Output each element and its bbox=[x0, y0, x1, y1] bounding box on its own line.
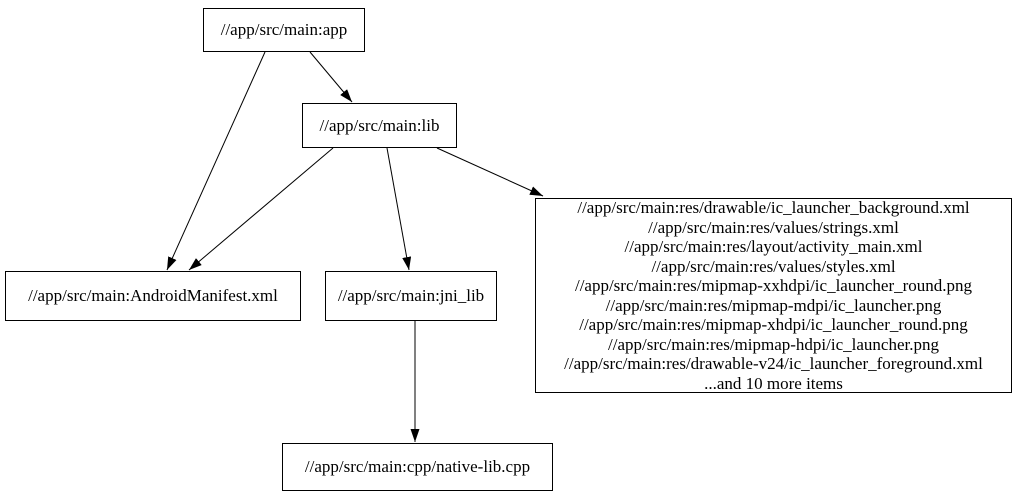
node-android-manifest: //app/src/main:AndroidManifest.xml bbox=[5, 271, 301, 321]
node-native-lib-cpp-label: //app/src/main:cpp/native-lib.cpp bbox=[304, 457, 531, 477]
resource-line: //app/src/main:res/values/styles.xml bbox=[651, 256, 896, 276]
resource-line: //app/src/main:res/mipmap-hdpi/ic_launch… bbox=[608, 334, 939, 354]
node-lib: //app/src/main:lib bbox=[302, 103, 457, 148]
node-android-manifest-label: //app/src/main:AndroidManifest.xml bbox=[28, 286, 278, 306]
resource-line: //app/src/main:res/drawable/ic_launcher_… bbox=[577, 198, 970, 217]
resource-line: //app/src/main:res/mipmap-xhdpi/ic_launc… bbox=[579, 315, 968, 334]
node-jni-lib-label: //app/src/main:jni_lib bbox=[337, 286, 485, 306]
edge-app-to-lib bbox=[309, 51, 353, 103]
node-resources: //app/src/main:res/drawable/ic_launcher_… bbox=[535, 198, 1012, 393]
resource-line: //app/src/main:res/drawable-v24/ic_launc… bbox=[564, 354, 983, 373]
resource-line: //app/src/main:res/mipmap-xxhdpi/ic_laun… bbox=[574, 276, 973, 295]
resource-line: //app/src/main:res/values/strings.xml bbox=[648, 217, 899, 237]
node-native-lib-cpp: //app/src/main:cpp/native-lib.cpp bbox=[282, 443, 553, 491]
edge-lib-to-resources bbox=[436, 147, 544, 197]
resource-line: //app/src/main:res/layout/activity_main.… bbox=[624, 237, 923, 256]
edge-app-to-android-manifest bbox=[166, 51, 266, 271]
node-app-label: //app/src/main:app bbox=[220, 20, 348, 40]
node-app: //app/src/main:app bbox=[203, 8, 365, 52]
resource-line: //app/src/main:res/mipmap-mdpi/ic_launch… bbox=[605, 295, 942, 315]
node-lib-label: //app/src/main:lib bbox=[319, 115, 440, 135]
edge-lib-to-android-manifest bbox=[188, 147, 334, 271]
node-jni-lib: //app/src/main:jni_lib bbox=[325, 271, 497, 321]
resource-more-items-line: ...and 10 more items bbox=[704, 373, 843, 393]
edge-lib-to-jni-lib bbox=[386, 147, 412, 271]
